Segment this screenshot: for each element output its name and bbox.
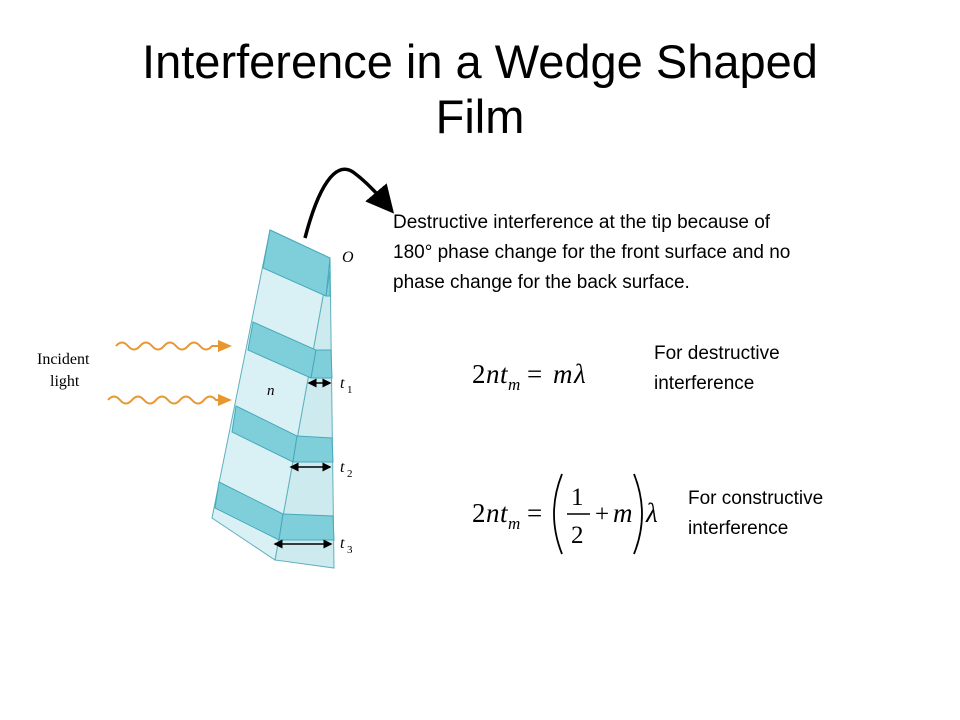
slide-title: Interference in a Wedge Shaped Film (0, 34, 960, 144)
destructive-equation: 2 n t m = m λ (472, 359, 586, 394)
band-back-2 (310, 349, 333, 379)
incident-label-2: light (50, 373, 80, 390)
eq2-numerator: 1 (571, 484, 584, 511)
eq2-m: m (613, 498, 633, 528)
pointer-arrow (303, 167, 395, 239)
eq1-n: n (486, 359, 500, 389)
eq1-sub-m: m (508, 375, 520, 394)
vertex-label: O (342, 249, 354, 266)
tip-explanation-text: Destructive interference at the tip beca… (393, 208, 913, 298)
destructive-line-2: interference (654, 373, 755, 394)
eq2-two: 2 (472, 498, 486, 528)
incident-wave-1 (115, 341, 218, 351)
constructive-line-2: interference (688, 518, 789, 539)
eq2-t: t (500, 498, 509, 528)
band-back-4 (278, 513, 335, 541)
incident-wave-2 (107, 395, 218, 405)
eq2-plus: + (595, 501, 609, 528)
eq2-right-paren (633, 473, 643, 555)
thickness-label-3: t 3 (340, 535, 353, 556)
refractive-index-label: n (267, 383, 275, 399)
destructive-line-1: For destructive (654, 343, 780, 364)
eq2-lambda: λ (645, 498, 658, 528)
thickness-label-3-sub: 3 (347, 544, 353, 556)
thickness-label-1-sub: 1 (347, 384, 353, 396)
title-line-2: Film (435, 90, 525, 143)
incident-wave-2-head (218, 394, 232, 406)
destructive-condition-label: For destructive interference (654, 339, 874, 399)
eq1-two: 2 (472, 359, 486, 389)
thickness-label-3-t: t (340, 535, 345, 552)
thickness-label-1-t: t (340, 375, 345, 392)
eq1-equals: = (527, 359, 542, 389)
title-line-1: Interference in a Wedge Shaped (142, 35, 818, 88)
incident-label-1: Incident (37, 351, 90, 368)
incident-wave-1-head (218, 340, 232, 352)
eq1-lambda: λ (573, 359, 586, 389)
thickness-label-2-sub: 2 (347, 468, 353, 480)
band-back-3 (292, 435, 334, 463)
thickness-label-2-t: t (340, 459, 345, 476)
eq2-denominator: 2 (571, 522, 584, 549)
eq2-left-paren (553, 473, 563, 555)
eq2-n: n (486, 498, 500, 528)
tip-line-2: 180° phase change for the front surface … (393, 242, 791, 263)
tip-line-1: Destructive interference at the tip beca… (393, 212, 771, 233)
constructive-condition-label: For constructive interference (688, 484, 908, 544)
band-back-1 (325, 258, 331, 297)
eq1-t: t (500, 359, 509, 389)
eq2-equals: = (527, 498, 542, 528)
eq1-m: m (553, 359, 573, 389)
tip-line-3: phase change for the back surface. (393, 272, 690, 293)
thickness-label-2: t 2 (340, 459, 353, 480)
thickness-label-1: t 1 (340, 375, 353, 396)
constructive-equation: 2 n t m = 1 2 + m λ (472, 473, 658, 555)
constructive-line-1: For constructive (688, 488, 824, 509)
eq2-sub-m: m (508, 514, 520, 533)
